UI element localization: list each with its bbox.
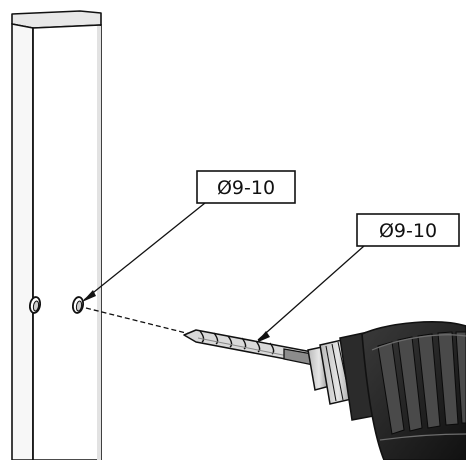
power-drill <box>307 321 466 460</box>
drill-grip-ribs <box>377 331 466 435</box>
callout-post-hole-label: Ø9-10 <box>217 177 275 199</box>
callout-post-hole-arrowhead <box>82 290 96 302</box>
callout-drill-bit-arrowhead <box>256 331 270 343</box>
callout-drill-bit-label: Ø9-10 <box>379 220 437 242</box>
fence-post <box>11 10 102 460</box>
callout-post-hole-leader <box>83 202 206 301</box>
drill-path-line <box>85 307 191 335</box>
post-left-face <box>11 23 34 460</box>
drill-bit <box>183 329 319 367</box>
callout-drill-bit: Ø9-10 <box>256 213 460 343</box>
callout-drill-bit-leader <box>257 245 365 341</box>
callout-post-hole-box <box>196 170 296 204</box>
callout-post-hole: Ø9-10 <box>82 170 296 302</box>
callout-drill-bit-box <box>356 213 460 247</box>
post-hole-left <box>28 296 42 314</box>
post-hole-right <box>71 296 85 314</box>
post-front-face <box>32 24 102 460</box>
